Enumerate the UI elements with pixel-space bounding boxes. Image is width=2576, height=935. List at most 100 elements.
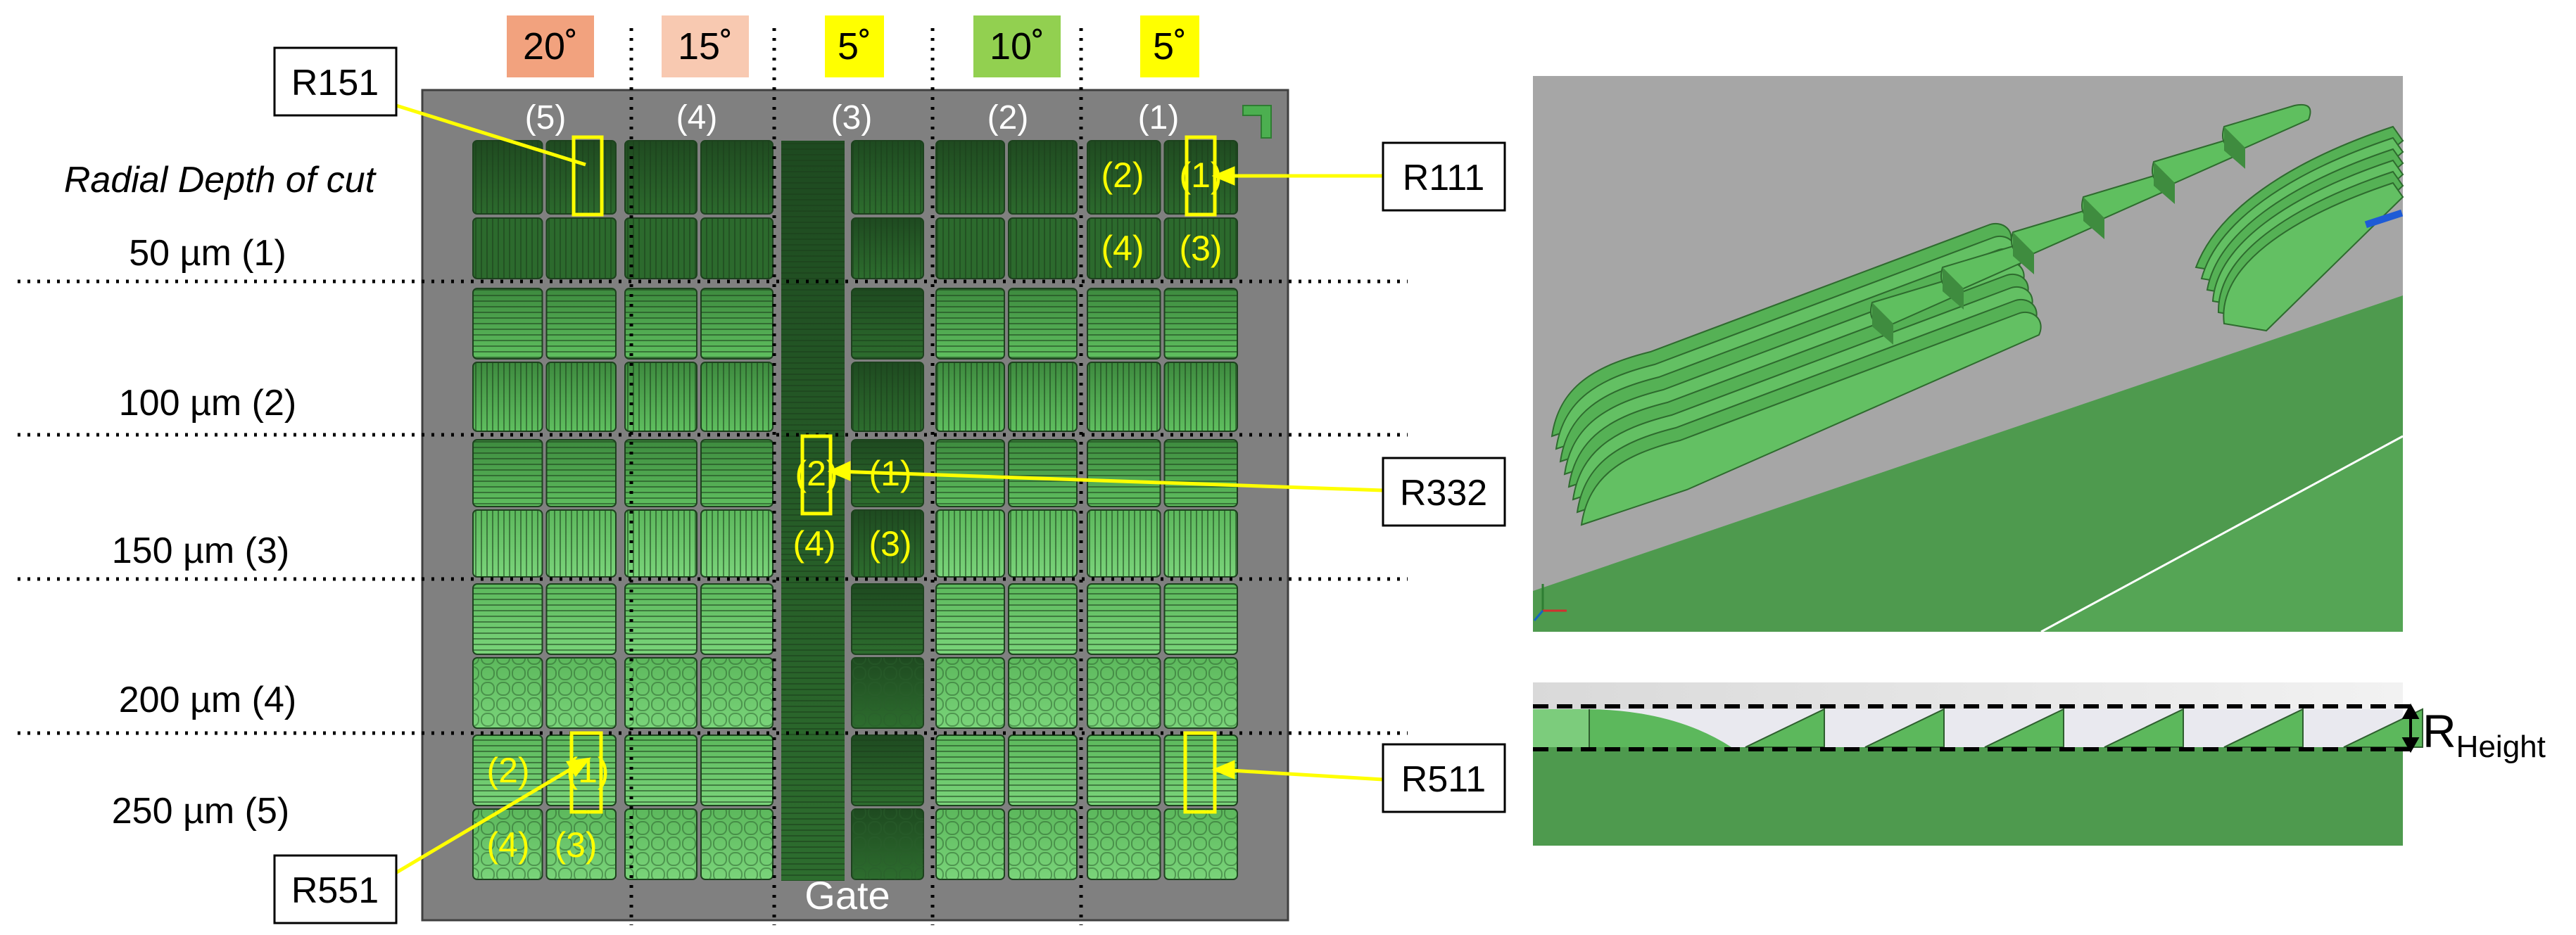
sample-block — [1087, 657, 1161, 729]
callout-r111: R111 — [1382, 141, 1506, 212]
sample-block — [1008, 509, 1078, 578]
sample-block — [851, 657, 924, 729]
sample-block — [700, 509, 774, 578]
sample-block — [624, 734, 697, 806]
model-block-side — [1943, 267, 1964, 310]
sample-block — [1163, 140, 1238, 215]
sample-block — [1087, 362, 1161, 432]
sample-block — [935, 439, 1005, 507]
profile-view: RHeight — [1533, 682, 2546, 846]
sample-block — [1163, 362, 1238, 432]
depth-label: 150 µm (3) — [112, 530, 289, 571]
sample-block — [624, 288, 697, 360]
model-block — [2222, 104, 2311, 149]
depth-label: 50 µm (1) — [129, 233, 286, 274]
sample-block — [1163, 439, 1238, 507]
sample-block — [700, 140, 774, 215]
sample-block — [1008, 734, 1078, 806]
sample-block — [935, 288, 1005, 360]
angle-box: 10˚ — [973, 15, 1061, 77]
sample-block — [700, 217, 774, 279]
sample-block — [700, 288, 774, 360]
sample-block — [1163, 509, 1238, 578]
sample-block — [545, 362, 617, 432]
highlight-r511 — [1183, 731, 1217, 814]
sample-block — [1087, 217, 1161, 279]
sample-block — [472, 362, 543, 432]
sample-block — [1008, 288, 1078, 360]
profile-base — [1533, 747, 2403, 846]
sample-block — [1163, 288, 1238, 360]
angle-label: 15˚ — [678, 25, 733, 68]
sub-label: (2) — [1101, 155, 1144, 195]
angle-box: 15˚ — [662, 15, 749, 77]
sample-block — [624, 140, 697, 215]
sample-block — [545, 217, 617, 279]
sub-label: (3) — [869, 524, 911, 564]
sample-block — [624, 362, 697, 432]
column-labels: (5) (4) (3) (2) (1) — [525, 99, 1180, 136]
sample-block — [1087, 808, 1161, 880]
height-label: RHeight — [2423, 705, 2546, 764]
sample-block — [851, 362, 924, 432]
sample-block — [472, 509, 543, 578]
angle-box: 5˚ — [825, 15, 884, 77]
sample-block — [935, 657, 1005, 729]
highlight-r151 — [572, 135, 604, 217]
callout-r511: R511 — [1382, 743, 1506, 813]
model-fin — [2223, 182, 2404, 332]
sample-block — [545, 808, 617, 880]
axis-triad-icon — [1533, 584, 1567, 621]
model-block-side — [2013, 232, 2034, 274]
corner-marker-icon — [1242, 105, 1272, 139]
sample-block — [1008, 140, 1078, 215]
sub-labels-r111: (2) (1) (4) (3) — [1101, 155, 1222, 268]
sub-label: (2) — [486, 751, 529, 790]
model-ribs — [1551, 104, 2404, 526]
sample-block — [1008, 439, 1078, 507]
callout-label: R551 — [291, 870, 379, 911]
sample-block — [700, 808, 774, 880]
sample-block — [851, 288, 924, 360]
sample-block — [1008, 808, 1078, 880]
sample-block — [545, 509, 617, 578]
sample-block — [1163, 217, 1238, 279]
model-block-side — [2224, 127, 2245, 169]
depth-label: 250 µm (5) — [112, 791, 289, 832]
sample-block — [935, 217, 1005, 279]
sample-block — [1087, 583, 1161, 655]
sample-block — [1163, 734, 1238, 806]
sub-label: (4) — [793, 524, 835, 564]
sample-block — [851, 217, 924, 279]
sample-block — [1087, 140, 1161, 215]
sample-block — [545, 140, 617, 215]
sample-block — [472, 439, 543, 507]
sample-block — [1163, 657, 1238, 729]
sample-block — [851, 140, 924, 215]
callout-label: R151 — [291, 63, 379, 103]
callout-r551: R551 — [273, 854, 398, 924]
depth-label: 200 µm (4) — [119, 680, 296, 720]
model-block-side — [2083, 197, 2104, 239]
sub-label: (4) — [486, 825, 529, 865]
sample-block — [935, 140, 1005, 215]
column-label: (4) — [676, 99, 718, 136]
sample-block — [472, 217, 543, 279]
leader-lines — [386, 103, 1384, 880]
left-panel: 20˚15˚5˚10˚5˚ (5) (4) (3) (2) (1) Radial… — [18, 15, 1506, 925]
sample-block — [545, 657, 617, 729]
sample-block — [700, 657, 774, 729]
sub-label: (3) — [554, 825, 597, 865]
sample-block — [1087, 509, 1161, 578]
sample-block — [1008, 657, 1078, 729]
model-3d-view — [1533, 76, 2404, 633]
sample-block — [851, 583, 924, 655]
sample-block — [1163, 808, 1238, 880]
sample-block — [851, 734, 924, 806]
callout-label: R511 — [1401, 759, 1486, 800]
sample-block — [851, 509, 924, 578]
sample-block — [472, 140, 543, 215]
model-block-side — [1872, 303, 1893, 345]
model-fin — [1580, 312, 2042, 526]
